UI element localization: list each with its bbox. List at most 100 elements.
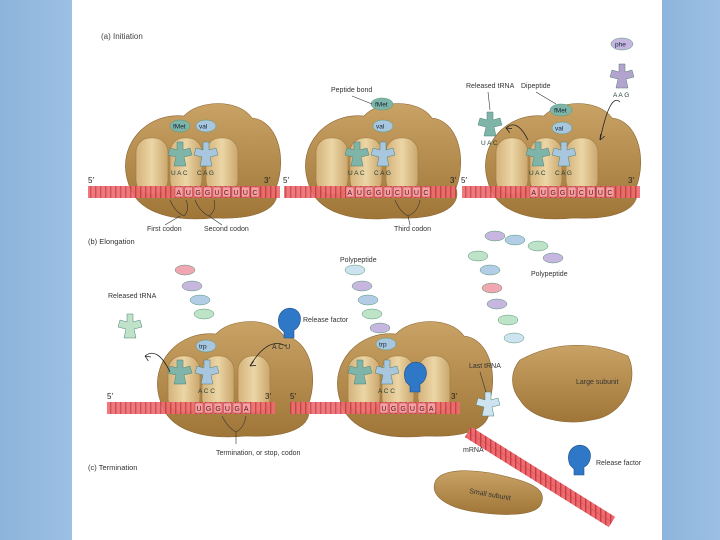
c-three-prime-1: 3′ <box>265 392 271 401</box>
amino-acid-bead <box>549 103 573 117</box>
trna-c1-left <box>167 359 193 385</box>
mrna-base-box <box>222 186 231 198</box>
b-three-prime-2: 3′ <box>450 176 456 185</box>
amino-acid-bead <box>181 280 203 292</box>
arrow-head <box>144 355 151 362</box>
mrna-base: U <box>598 190 603 197</box>
release-factor-shape <box>568 445 591 476</box>
mrna-base-box <box>577 186 586 198</box>
mrna-base-box <box>558 186 567 198</box>
amino-acid-bead <box>504 234 526 246</box>
mrna-base-box <box>596 186 605 198</box>
trna-body <box>370 141 396 167</box>
trna-anticodon: C A G <box>197 170 214 177</box>
amino-acid-bead <box>189 294 211 306</box>
amino-acid-label: trp <box>379 342 387 349</box>
trna-body <box>194 359 220 385</box>
release-factor-c2 <box>404 362 427 393</box>
b-five-prime-1: 5′ <box>88 176 94 185</box>
stop-codon-bracket <box>221 415 247 433</box>
amino-acid-bead <box>497 314 519 326</box>
mrna-base: U <box>410 406 415 413</box>
last-trna-free <box>475 391 501 417</box>
polypeptide-bead-free <box>527 240 549 252</box>
mrna-base-box <box>184 186 193 198</box>
trna-b1-fmet: U A C <box>167 141 193 177</box>
amino-acid-bead <box>195 339 217 353</box>
mrna-base: G <box>215 406 220 413</box>
elongation-caption: (b) Elongation <box>88 237 135 246</box>
amino-acid-bead <box>344 264 366 276</box>
mrna-base: U <box>233 190 238 197</box>
polypeptide-label-2: Polypeptide <box>531 271 568 278</box>
mrna-base-box <box>242 402 251 414</box>
peptide-bond-label: Peptide bond <box>331 87 372 94</box>
b-three-prime-1: 3′ <box>264 176 270 185</box>
mrna-base: U <box>243 190 248 197</box>
ribosome-slot-e <box>315 137 349 195</box>
stop-codon-label: Termination, or stop, codon <box>216 450 301 457</box>
dipeptide-label: Dipeptide <box>521 83 551 90</box>
first-codon-bracket <box>169 199 188 217</box>
mrna-base: U <box>385 190 390 197</box>
peptide-bond-leader <box>351 95 373 105</box>
third-codon-bracket <box>394 199 421 217</box>
mrna-base-box <box>398 402 408 414</box>
released-trna-c1 <box>117 313 143 339</box>
mrna-base: C <box>607 190 612 197</box>
polypeptide-bead-free <box>467 250 489 262</box>
second-codon-bracket <box>194 199 216 217</box>
mrna-base: U <box>357 190 362 197</box>
mrna-base: U <box>214 190 219 197</box>
trna-anticodon: C A G <box>555 170 572 177</box>
amino-acid-bead <box>369 322 391 334</box>
amino-acid-bead <box>479 264 501 276</box>
first-codon-leader <box>164 215 181 226</box>
mrna-base-box <box>231 186 241 198</box>
arrow-head <box>505 127 513 133</box>
mrna-base: U <box>569 190 574 197</box>
mrna-base-box <box>383 186 393 198</box>
released-trna-leader <box>487 91 491 111</box>
ribosome-slot-e <box>135 137 169 195</box>
mrna-base: U <box>541 190 546 197</box>
trna-body <box>167 141 193 167</box>
polypeptide-bead-c1 <box>174 264 196 276</box>
mrna-base-box <box>427 402 436 414</box>
amino-acid-label: fMet <box>173 124 186 131</box>
mrna-base: U <box>381 406 386 413</box>
ribosome-slot-e <box>495 137 529 195</box>
amino-acid-bead <box>527 240 549 252</box>
last-trna-leader <box>479 371 487 393</box>
mrna-base-box <box>412 186 421 198</box>
ribosome-slot-a <box>385 137 419 195</box>
trna-body <box>609 63 635 89</box>
trna-body <box>344 141 370 167</box>
aa-phe: phe <box>610 37 634 51</box>
trna-anticodon: U A C <box>348 170 365 177</box>
amino-acid-label: val <box>199 124 208 131</box>
arrow-line <box>249 343 287 367</box>
arrow-line <box>144 352 171 373</box>
release-factor-shape <box>278 308 301 339</box>
mrna-base-box <box>250 186 260 198</box>
third-codon-label: Third codon <box>394 226 431 233</box>
amino-acid-bead <box>484 230 506 242</box>
trna-body <box>374 359 400 385</box>
amino-acid-bead <box>486 298 508 310</box>
mrna-base-box <box>355 186 364 198</box>
c-five-prime-2: 5′ <box>290 392 296 401</box>
amino-acid-bead <box>351 280 373 292</box>
amino-acid-bead <box>610 37 634 51</box>
mrna-base: G <box>376 190 381 197</box>
arrow-rf-c1 <box>249 343 287 367</box>
top-caption: (a) Initiation <box>101 32 143 41</box>
polypeptide-bead-c2 <box>369 322 391 334</box>
mrna-base-box <box>586 186 596 198</box>
b-three-prime-3: 3′ <box>628 176 634 185</box>
arrow-head <box>599 133 605 141</box>
mrna-base-box <box>193 186 203 198</box>
